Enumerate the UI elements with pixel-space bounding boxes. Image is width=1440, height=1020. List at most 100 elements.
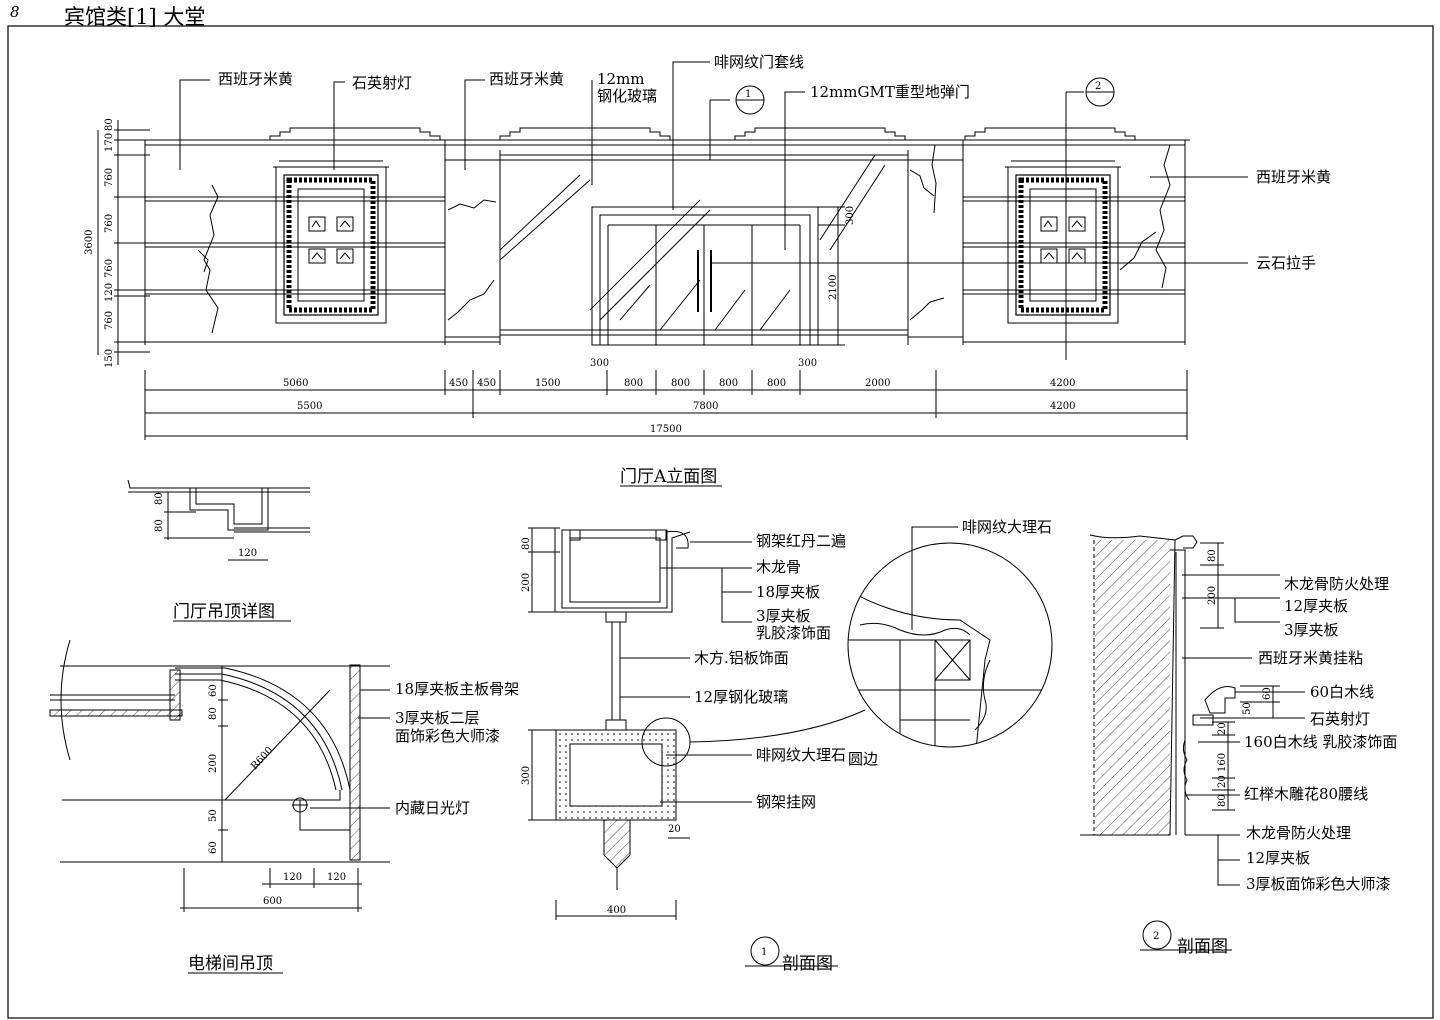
svg-text:800: 800 <box>671 378 690 389</box>
callout-marble-left: 西班牙米黄 <box>218 70 293 88</box>
svg-text:800: 800 <box>624 378 643 389</box>
svg-text:50: 50 <box>208 809 219 822</box>
svg-text:12厚夹板: 12厚夹板 <box>1246 849 1310 867</box>
svg-text:300: 300 <box>845 206 856 225</box>
callout-glass-b: 钢化玻璃 <box>597 87 657 105</box>
svg-text:木方.铝板饰面: 木方.铝板饰面 <box>694 649 789 667</box>
callout-door-trim: 啡网纹门套线 <box>714 53 804 71</box>
svg-text:3厚夹板: 3厚夹板 <box>1284 621 1339 639</box>
elevator-ceiling: 60 80 200 50 60 R600 120 120 600 18厚夹板主板… <box>49 639 519 974</box>
ceiling-detail: 80 80 120 门厅吊顶详图 <box>127 479 310 622</box>
svg-text:80: 80 <box>1207 549 1218 562</box>
svg-text:木龙骨: 木龙骨 <box>756 558 801 576</box>
svg-text:7800: 7800 <box>693 401 718 412</box>
svg-text:20: 20 <box>668 824 681 835</box>
svg-text:1: 1 <box>761 947 767 958</box>
svg-text:300: 300 <box>521 766 532 785</box>
svg-text:60: 60 <box>208 684 219 697</box>
svg-text:120: 120 <box>283 872 302 883</box>
svg-text:200: 200 <box>521 573 532 592</box>
svg-text:160: 160 <box>1217 753 1228 772</box>
svg-text:60: 60 <box>1262 687 1273 700</box>
svg-text:17500: 17500 <box>650 424 682 435</box>
elevation-title: 门厅A立面图 <box>620 467 717 487</box>
svg-text:120: 120 <box>327 872 346 883</box>
svg-text:400: 400 <box>607 905 626 916</box>
svg-text:450: 450 <box>477 378 496 389</box>
svg-text:20: 20 <box>1217 775 1228 788</box>
svg-text:3厚夹板二层: 3厚夹板二层 <box>395 709 480 727</box>
svg-text:760: 760 <box>104 168 115 187</box>
zoom-detail: 啡网纹大理石 <box>847 518 1053 748</box>
svg-text:80: 80 <box>104 118 115 131</box>
elevation-a: 1 2 西班牙米黄 石英射灯 西班牙米黄 12mm 钢化玻璃 啡网纹门套线 12… <box>84 53 1331 487</box>
page-title: 宾馆类[1] 大堂 <box>64 5 206 29</box>
svg-text:5500: 5500 <box>297 401 322 412</box>
callout-door: 12mmGMT重型地弹门 <box>810 83 970 101</box>
svg-text:1: 1 <box>745 89 751 100</box>
horizontal-dimensions: 5060 450 450 1500 800 800 800 800 2000 4… <box>144 370 1188 440</box>
svg-text:600: 600 <box>263 896 282 907</box>
svg-text:内藏日光灯: 内藏日光灯 <box>395 799 470 817</box>
svg-text:面饰彩色大师漆: 面饰彩色大师漆 <box>395 727 500 745</box>
svg-text:150: 150 <box>104 349 115 368</box>
callout-spotlight: 石英射灯 <box>352 74 412 92</box>
svg-text:1500: 1500 <box>535 378 560 389</box>
svg-text:3厚夹板: 3厚夹板 <box>756 607 811 625</box>
section-2: 80 200 60 50 20 160 20 80 木龙骨防火处理 12厚夹板 … <box>1080 534 1397 957</box>
svg-text:300: 300 <box>798 358 817 369</box>
svg-text:120: 120 <box>104 283 115 302</box>
elevator-ceiling-title: 电梯间吊顶 <box>188 954 273 974</box>
svg-text:80: 80 <box>521 537 532 550</box>
section-mark-1: 1 <box>709 85 765 160</box>
svg-text:18厚夹板: 18厚夹板 <box>756 583 820 601</box>
svg-text:石英射灯: 石英射灯 <box>1310 710 1370 728</box>
svg-text:钢架红丹二遍: 钢架红丹二遍 <box>756 532 846 550</box>
svg-text:80: 80 <box>1217 794 1228 807</box>
svg-text:800: 800 <box>719 378 738 389</box>
svg-text:60白木线: 60白木线 <box>1310 683 1374 701</box>
callout-glass-a: 12mm <box>597 70 645 88</box>
svg-text:啡网纹大理石: 啡网纹大理石 <box>962 518 1052 536</box>
svg-text:3600: 3600 <box>84 230 95 255</box>
svg-text:50: 50 <box>1242 702 1253 715</box>
svg-text:12厚夹板: 12厚夹板 <box>1284 597 1348 615</box>
svg-text:木龙骨防火处理: 木龙骨防火处理 <box>1284 575 1389 593</box>
svg-text:80: 80 <box>154 519 165 532</box>
svg-text:西班牙米黄挂粘: 西班牙米黄挂粘 <box>1258 649 1363 667</box>
svg-text:800: 800 <box>767 378 786 389</box>
svg-text:2000: 2000 <box>865 378 890 389</box>
svg-text:200: 200 <box>208 754 219 773</box>
section-1: 80 200 300 20 400 钢架红丹二遍 木龙骨 18厚夹板 3厚夹板 … <box>521 527 878 974</box>
section-2-title: 剖面图 <box>1177 937 1228 957</box>
svg-text:4200: 4200 <box>1050 401 1075 412</box>
svg-text:18厚夹板主板骨架: 18厚夹板主板骨架 <box>395 680 519 698</box>
svg-text:2100: 2100 <box>828 275 839 300</box>
vertical-dimensions: 80 170 760 760 760 120 760 150 3600 300 … <box>84 118 856 369</box>
section-1-title: 剖面图 <box>782 954 833 974</box>
callout-handle: 云石拉手 <box>1256 254 1316 272</box>
svg-text:300: 300 <box>590 358 609 369</box>
page-number: 8 <box>10 3 20 21</box>
svg-text:2: 2 <box>1153 931 1159 942</box>
section-mark-2: 2 <box>1065 77 1115 360</box>
svg-text:760: 760 <box>104 311 115 330</box>
callout-marble-right: 西班牙米黄 <box>1256 168 1331 186</box>
svg-text:760: 760 <box>104 214 115 233</box>
svg-text:木龙骨防火处理: 木龙骨防火处理 <box>1246 824 1351 842</box>
svg-text:圆边: 圆边 <box>848 750 878 768</box>
svg-text:2: 2 <box>1095 81 1101 92</box>
svg-text:4200: 4200 <box>1050 378 1075 389</box>
svg-text:80: 80 <box>154 492 165 505</box>
svg-text:20: 20 <box>1217 722 1228 735</box>
svg-text:200: 200 <box>1207 586 1218 605</box>
svg-text:啡网纹大理石: 啡网纹大理石 <box>756 746 846 764</box>
svg-text:3厚板面饰彩色大师漆: 3厚板面饰彩色大师漆 <box>1246 875 1391 893</box>
svg-text:760: 760 <box>104 259 115 278</box>
svg-text:乳胶漆饰面: 乳胶漆饰面 <box>756 624 831 642</box>
svg-text:R600: R600 <box>249 745 275 772</box>
svg-text:120: 120 <box>238 548 257 559</box>
sheet-border <box>7 25 1434 1019</box>
svg-text:170: 170 <box>104 133 115 152</box>
